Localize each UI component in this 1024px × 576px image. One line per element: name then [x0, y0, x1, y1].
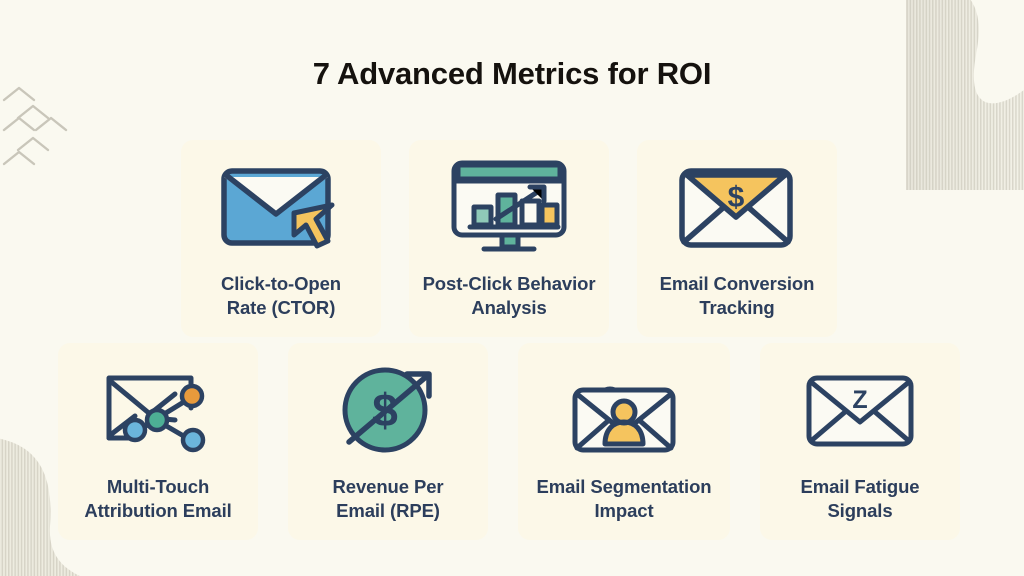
- metric-tile-email-segmentation-impact[interactable]: Email Segmentation Impact: [518, 342, 730, 540]
- metric-tile-revenue-per-email[interactable]: $ Revenue Per Email (RPE): [288, 342, 488, 540]
- envelope-dollar-icon: $: [674, 154, 800, 260]
- svg-text:Z: Z: [852, 386, 867, 414]
- envelope-network-nodes-icon: [95, 357, 221, 463]
- envelope-sleep-z-icon: Z: [797, 357, 923, 463]
- metric-label: Email Conversion Tracking: [659, 273, 815, 319]
- dollar-circle-arrow-icon: $: [329, 357, 447, 463]
- metric-tile-click-to-open-rate[interactable]: Click-to-Open Rate (CTOR): [181, 140, 381, 337]
- page-title: 7 Advanced Metrics for ROI: [312, 56, 712, 91]
- metric-label: Email Segmentation Impact: [536, 475, 712, 522]
- metric-label: Revenue Per Email (RPE): [332, 475, 444, 522]
- metric-label: Click-to-Open Rate (CTOR): [221, 273, 341, 319]
- metric-tile-email-fatigue-signals[interactable]: Z Email Fatigue Signals: [760, 342, 960, 540]
- metric-label: Post-Click Behavior Analysis: [422, 273, 596, 319]
- svg-text:$: $: [372, 384, 398, 436]
- metric-tile-email-conversion-tracking[interactable]: $ Email Conversion Tracking: [637, 140, 837, 337]
- metric-label: Multi-Touch Attribution Email: [84, 475, 232, 522]
- metrics-row-1: Click-to-Open Rate (CTOR): [0, 140, 1024, 337]
- metric-tile-multi-touch-attribution[interactable]: Multi-Touch Attribution Email: [58, 342, 258, 540]
- metric-label: Email Fatigue Signals: [800, 475, 920, 522]
- metric-tile-post-click-behavior[interactable]: Post-Click Behavior Analysis: [409, 140, 609, 337]
- envelope-people-icon: [561, 357, 687, 463]
- metrics-grid: Click-to-Open Rate (CTOR): [0, 140, 1024, 540]
- svg-text:$: $: [728, 181, 745, 214]
- envelope-cursor-icon: [216, 154, 346, 260]
- metrics-row-2: Multi-Touch Attribution Email $ Revenue …: [0, 342, 1024, 540]
- monitor-bar-chart-icon: [446, 154, 572, 260]
